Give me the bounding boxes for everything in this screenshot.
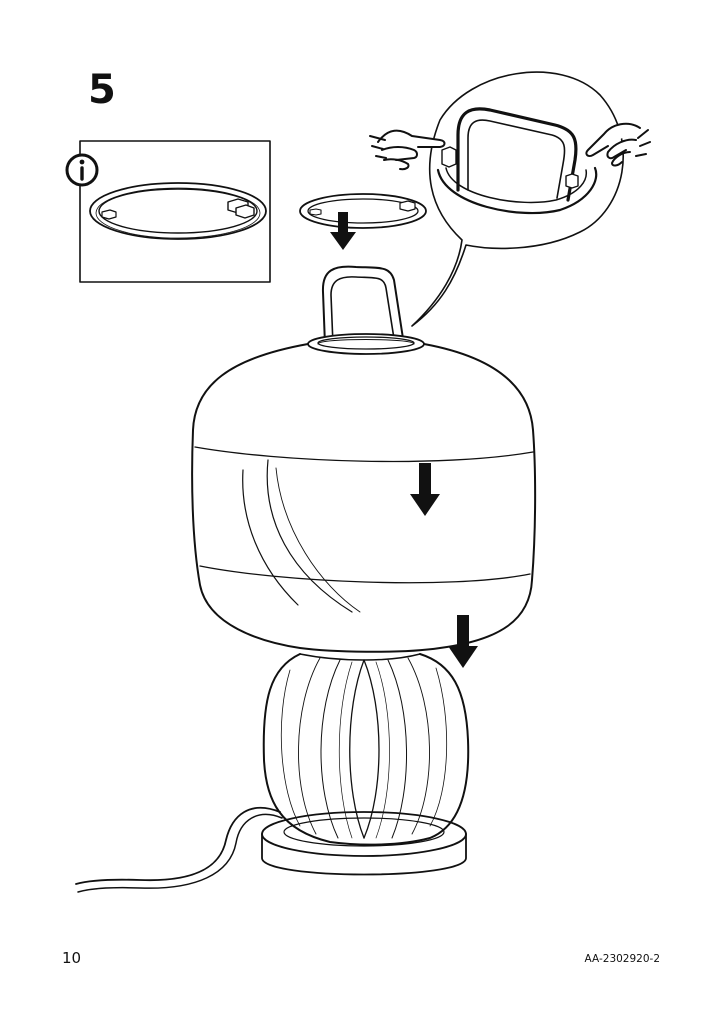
- power-cord: [75, 807, 283, 893]
- pointing-hand-icon: [585, 122, 651, 167]
- lamp-collar: [307, 333, 425, 355]
- page-number: 10: [62, 949, 82, 967]
- ring-detail: [89, 182, 267, 240]
- down-arrow-icon: [330, 212, 356, 250]
- document-code: AA-2302920-2: [584, 953, 660, 965]
- step-number: 5: [88, 67, 116, 113]
- detail-callout: [411, 71, 624, 327]
- lamp-shade: [191, 343, 537, 653]
- lamp-pedestal: [261, 811, 467, 876]
- lamp-handle: [321, 265, 405, 346]
- lamp-base: [262, 653, 470, 846]
- info-icon: [65, 153, 99, 187]
- pointing-hand-icon: [369, 129, 446, 171]
- down-arrow-icon: [448, 615, 478, 668]
- top-ring: [299, 193, 427, 229]
- down-arrow-icon: [410, 463, 440, 516]
- info-box: [65, 140, 271, 283]
